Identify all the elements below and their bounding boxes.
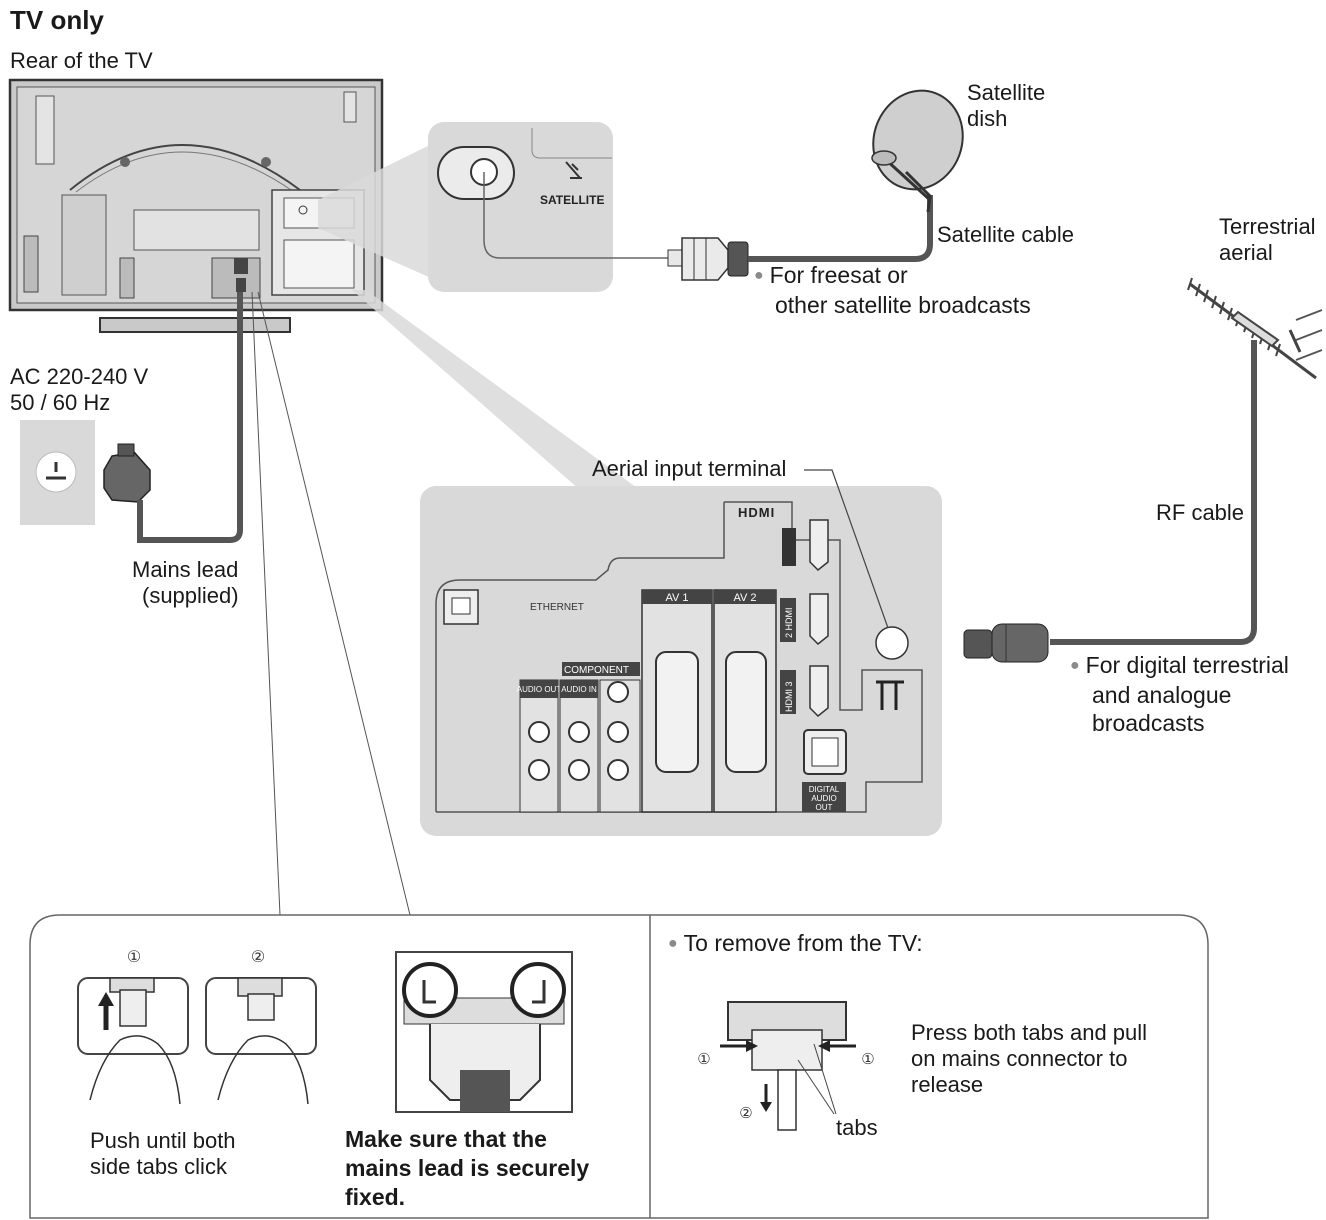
rf-plug-icon <box>963 623 1049 663</box>
remove-title: To remove from the TV: <box>668 930 923 956</box>
audio-in-label: AUDIO IN <box>561 685 597 694</box>
hdmi-logo: HDMI <box>738 505 775 520</box>
digital-note-1: For digital terrestrial <box>1070 652 1289 678</box>
satellite-dish-label-2: dish <box>967 106 1008 131</box>
remove-text-2: on mains connector to <box>911 1046 1128 1071</box>
audio-out-label: AUDIO OUT <box>517 685 562 694</box>
digital-note-2: and analogue <box>1092 682 1232 708</box>
step2-illustration <box>205 977 317 1105</box>
removal-illustration: ① ① ② <box>697 1001 875 1131</box>
plug-icon <box>103 443 151 503</box>
step1-number: ① <box>127 949 141 966</box>
terrestrial-label-1: Terrestrial <box>1219 214 1316 239</box>
push-text-2: side tabs click <box>90 1154 227 1179</box>
mains-lead-label-1: Mains lead <box>132 557 239 582</box>
detail-box <box>29 914 1209 1219</box>
component-label: COMPONENT <box>564 665 629 676</box>
satellite-panel: SATELLITE <box>428 122 613 292</box>
aerial-icon <box>1187 277 1323 380</box>
secure-illustration <box>395 951 573 1113</box>
hand-icon <box>89 1035 181 1105</box>
remove-text-1: Press both tabs and pull <box>911 1020 1148 1045</box>
removal-step2: ② <box>739 1105 752 1122</box>
secure-text-3: fixed. <box>345 1184 406 1210</box>
audio-label: AUDIO <box>811 794 836 803</box>
step2-number: ② <box>251 949 265 966</box>
f-connector-icon <box>667 237 749 281</box>
push-text-1: Push until both <box>90 1128 236 1153</box>
satellite-small-icon <box>565 161 582 179</box>
freesat-note-2: other satellite broadcasts <box>775 292 1031 318</box>
mains-lead-label-2: (supplied) <box>142 583 239 608</box>
hdmi2-label: 2 HDMI <box>784 607 794 638</box>
ac-power-label-2: 50 / 60 Hz <box>10 390 111 415</box>
step1-illustration <box>77 977 189 1105</box>
satellite-cable-label: Satellite cable <box>937 222 1074 247</box>
aerial-input-label: Aerial input terminal <box>592 456 787 481</box>
out-label: OUT <box>816 803 833 812</box>
hdmi3-label: HDMI 3 <box>784 681 794 712</box>
satellite-port-label: SATELLITE <box>540 193 604 207</box>
satellite-dish-icon <box>871 89 964 213</box>
terrestrial-label-2: aerial <box>1219 240 1273 265</box>
wall-socket-icon <box>20 420 95 525</box>
connection-panel: HDMI 2 HDMI HDMI 3 DIGITAL AUDIO OUT ETH… <box>420 486 942 836</box>
satellite-dish-label-1: Satellite <box>967 80 1046 105</box>
av2-label: AV 2 <box>733 592 756 604</box>
ac-power-label-1: AC 220-240 V <box>10 364 149 389</box>
rf-cable-label: RF cable <box>1156 500 1245 525</box>
tabs-label: tabs <box>836 1115 878 1140</box>
digital-label: DIGITAL <box>809 785 840 794</box>
page-title: TV only <box>10 5 104 35</box>
remove-text-3: release <box>911 1072 984 1097</box>
removal-step1-right: ① <box>861 1051 874 1068</box>
page-subtitle: Rear of the TV <box>10 48 153 73</box>
digital-note-3: broadcasts <box>1092 710 1205 736</box>
removal-step1-left: ① <box>697 1051 710 1068</box>
freesat-note-1: For freesat or <box>754 262 908 288</box>
secure-text-2: mains lead is securely <box>345 1155 590 1181</box>
av1-label: AV 1 <box>665 592 688 604</box>
ethernet-label: ETHERNET <box>530 602 584 613</box>
secure-text-1: Make sure that the <box>345 1126 547 1152</box>
